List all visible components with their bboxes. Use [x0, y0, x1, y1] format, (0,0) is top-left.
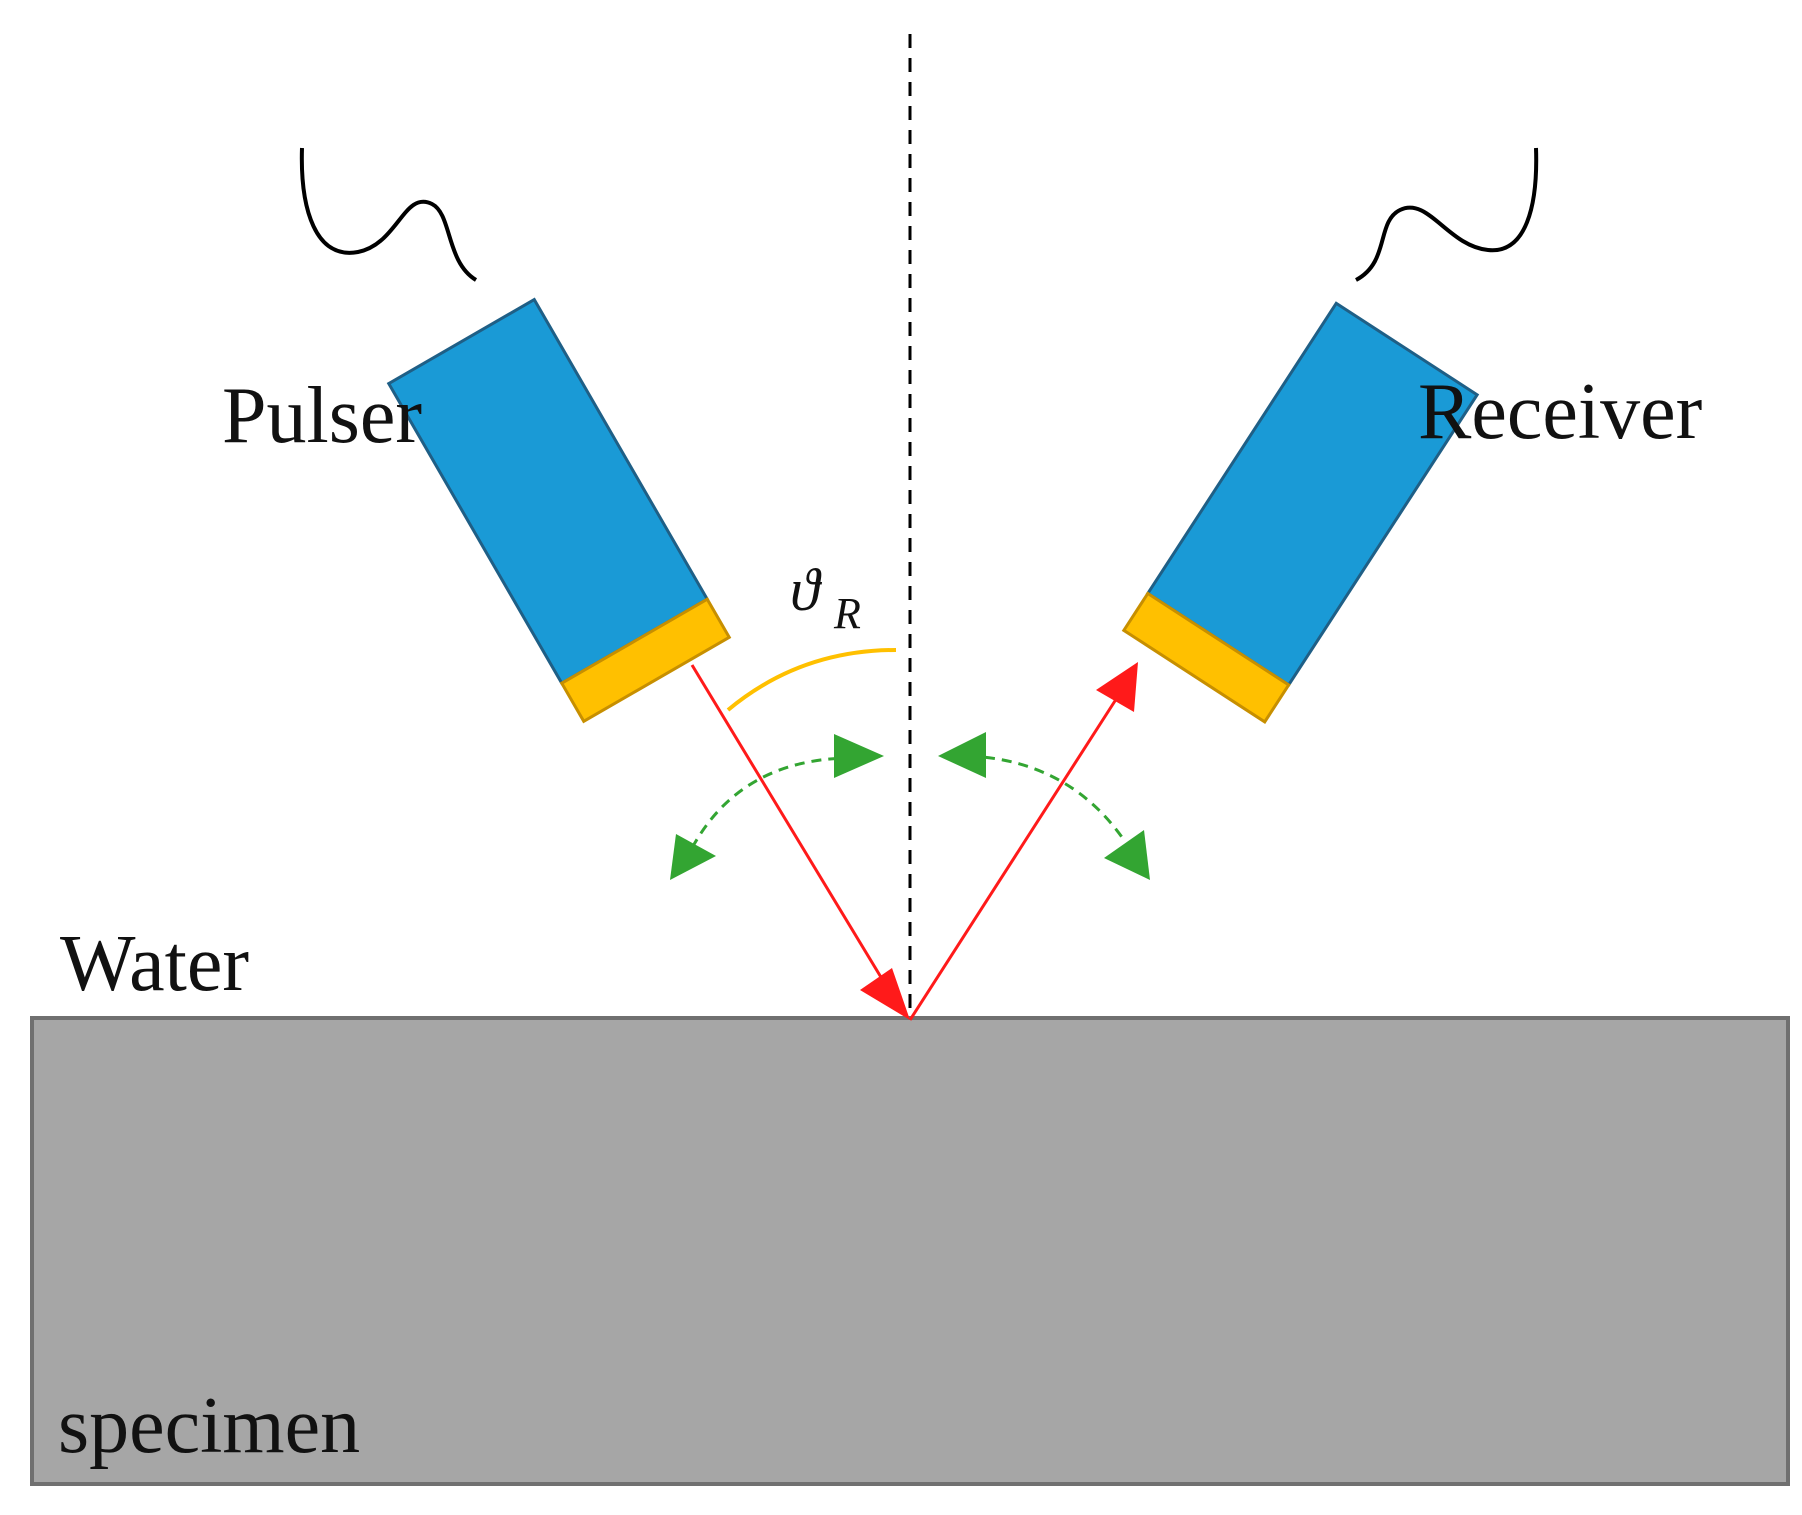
angle-symbol: ϑ	[790, 557, 823, 623]
receiver-rotation-arrowhead-up	[938, 732, 986, 778]
receiver-rotation-arrowhead-down	[1104, 830, 1150, 880]
receiver-label: Receiver	[1418, 368, 1702, 456]
incident-beam-arrowhead	[860, 968, 910, 1020]
reflected-beam-arrowhead	[1096, 662, 1138, 712]
incident-beam	[690, 664, 898, 1003]
specimen-block	[30, 1016, 1790, 1486]
receiver-transducer	[1121, 301, 1480, 724]
receiver-crystal	[1121, 591, 1291, 724]
angle-arc	[726, 648, 897, 712]
pulser-cable	[299, 147, 478, 282]
angle-subscript: R	[833, 589, 861, 638]
pulser-transducer	[386, 297, 732, 724]
pulser-rotation-arrowhead-down	[670, 834, 716, 880]
pulser-label: Pulser	[222, 372, 422, 460]
receiver-cable	[1354, 147, 1539, 282]
water-label: Water	[60, 920, 249, 1008]
specimen-label: specimen	[58, 1382, 360, 1470]
pulser-rotation-arrowhead-up	[834, 734, 884, 778]
reflected-beam	[908, 689, 1124, 1021]
pulser-crystal	[559, 597, 732, 724]
receiver-rotation-arc	[967, 754, 1126, 841]
pulser-rotation-arc	[690, 756, 849, 849]
